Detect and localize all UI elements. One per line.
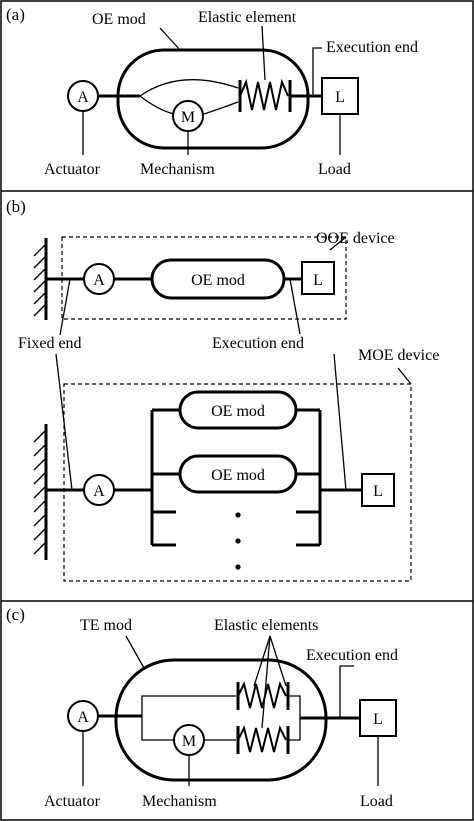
oe-mod-capsule [116,48,310,150]
moe-device-boundary [63,383,412,582]
moe-actuator-symbol: A [93,483,105,500]
elastic-elements-label: Elastic elements [214,617,318,634]
leader-c-execution-end [339,665,354,718]
leader-execution-end-bottom [333,353,347,491]
actuator-symbol: A [77,89,89,106]
mechanism-label: Mechanism [140,161,215,178]
more-modules-ellipsis [235,512,241,570]
leader-elastic-elements-3 [261,635,271,729]
c-upper-elastic-spring [237,681,287,709]
moe-load-symbol: L [373,483,383,500]
execution-end-label-b: Execution end [212,335,304,352]
leader-fixed-end-top [59,278,71,336]
c-load-symbol: L [373,711,383,728]
c-lower-link [141,716,174,741]
leader-te-mod [125,635,145,669]
fixed-end-label: Fixed end [18,335,82,352]
c-execution-end-label: Execution end [306,647,398,664]
moe-oe-mod-1-label: OE mod [211,403,265,420]
c-right-joint [288,695,301,741]
upper-link [139,79,239,97]
ooe-oe-mod-label: OE mod [191,272,245,289]
c-mechanism-symbol: M [182,733,196,750]
actuator-label: Actuator [44,161,101,178]
panel-a-tag: (a) [6,5,25,24]
mechanism-to-spring [203,101,239,115]
leader-oe-mod [159,27,181,51]
load-label: Load [318,161,351,178]
leader-execution-end [312,47,322,96]
leader-moe-device [397,367,412,385]
c-actuator-symbol: A [77,709,89,726]
load-symbol: L [335,89,345,106]
te-mod-label: TE mod [80,617,132,634]
panel-c: (c) A M L [6,605,398,810]
ooe-device-boundary [61,236,347,320]
moe-load-box [361,473,395,507]
elastic-element-spring [239,78,289,111]
oe-mod-label: OE mod [92,11,146,28]
fixed-wall-bottom-hatching [33,429,47,555]
panel-b-tag: (b) [6,197,26,216]
moe-oe-mod-2-label: OE mod [211,467,265,484]
panel-b: (b) OOE device A OE mod L Fixed end Exec… [6,197,439,582]
fixed-wall-top-hatching [33,243,47,317]
leader-ooe-device [329,236,347,251]
c-mechanism-label: Mechanism [142,793,217,810]
ooe-load-symbol: L [313,272,323,289]
c-lower-elastic-spring [237,725,287,753]
c-load-label: Load [360,793,393,810]
leader-execution-end-top [289,278,301,335]
c-actuator-label: Actuator [44,793,101,810]
panel-c-tag: (c) [6,605,25,624]
leader-elastic-element [261,25,266,81]
ooe-actuator-symbol: A [93,272,105,289]
elastic-element-label: Elastic element [198,9,297,26]
lower-link-to-mechanism [139,95,175,115]
mechanism-symbol: M [181,109,195,126]
load-box [321,77,359,115]
execution-end-label: Execution end [326,39,418,56]
c-upper-link [141,695,236,716]
leader-elastic-elements-1 [253,635,271,687]
moe-device-label: MOE device [358,347,439,364]
c-load-box [359,699,397,737]
te-mod-capsule [114,658,328,782]
leader-elastic-elements-2 [269,635,287,687]
panel-a: (a) A M L OE mod Elastic element [6,5,418,178]
ooe-device-label: OOE device [316,230,395,247]
ooe-load-box [301,261,335,295]
